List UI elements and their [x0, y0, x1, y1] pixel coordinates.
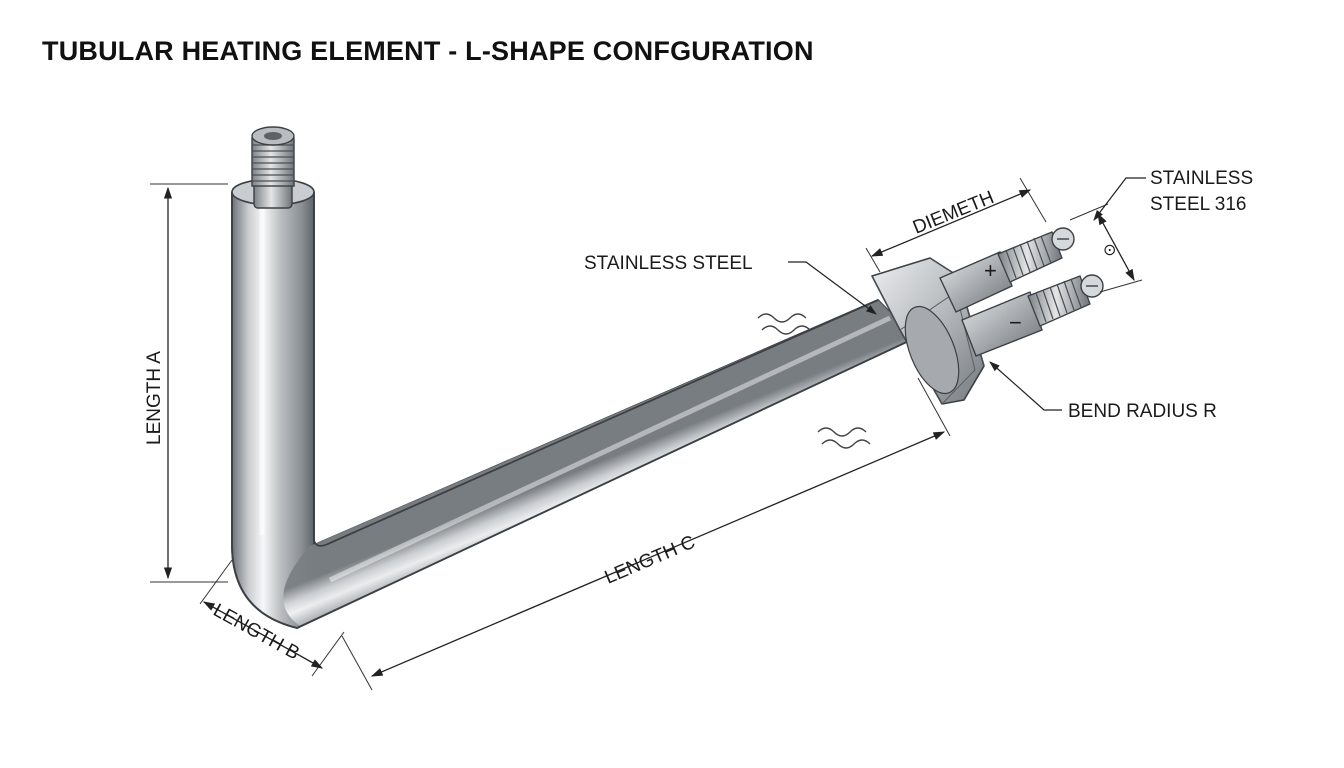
top-threaded-stud [251, 126, 295, 209]
stainless-316-line1: STAINLESS [1150, 168, 1253, 189]
length-c-label: LENGTH C [602, 532, 699, 589]
heat-waves-upper [757, 313, 811, 335]
diagram-title: TUBULAR HEATING ELEMENT - L-SHAPE CONFGU… [42, 36, 814, 66]
callout-stainless-316: STAINLESS STEEL 316 [1093, 168, 1253, 221]
stainless-316-line2: STEEL 316 [1150, 194, 1246, 215]
terminal-positive: + [939, 227, 1075, 313]
heat-waves-lower [817, 427, 871, 449]
bend-radius-label: BEND RADIUS R [1068, 401, 1217, 422]
terminal-pitch-symbol: ⊙ [1103, 242, 1116, 259]
dimension-length-a: LENGTH A [144, 183, 228, 583]
callout-bend-radius: BEND RADIUS R [989, 361, 1217, 422]
diameter-label: DIEMETH [910, 187, 997, 238]
terminal-positive-symbol: + [984, 258, 997, 283]
length-a-label: LENGTH A [144, 351, 165, 445]
callout-stainless-steel: STAINLESS STEEL [584, 253, 877, 315]
dimension-terminal-pitch: ⊙ [1069, 203, 1143, 293]
terminal-negative-symbol: − [1009, 310, 1022, 335]
stainless-steel-label: STAINLESS STEEL [584, 253, 753, 274]
heating-tube [231, 178, 916, 629]
